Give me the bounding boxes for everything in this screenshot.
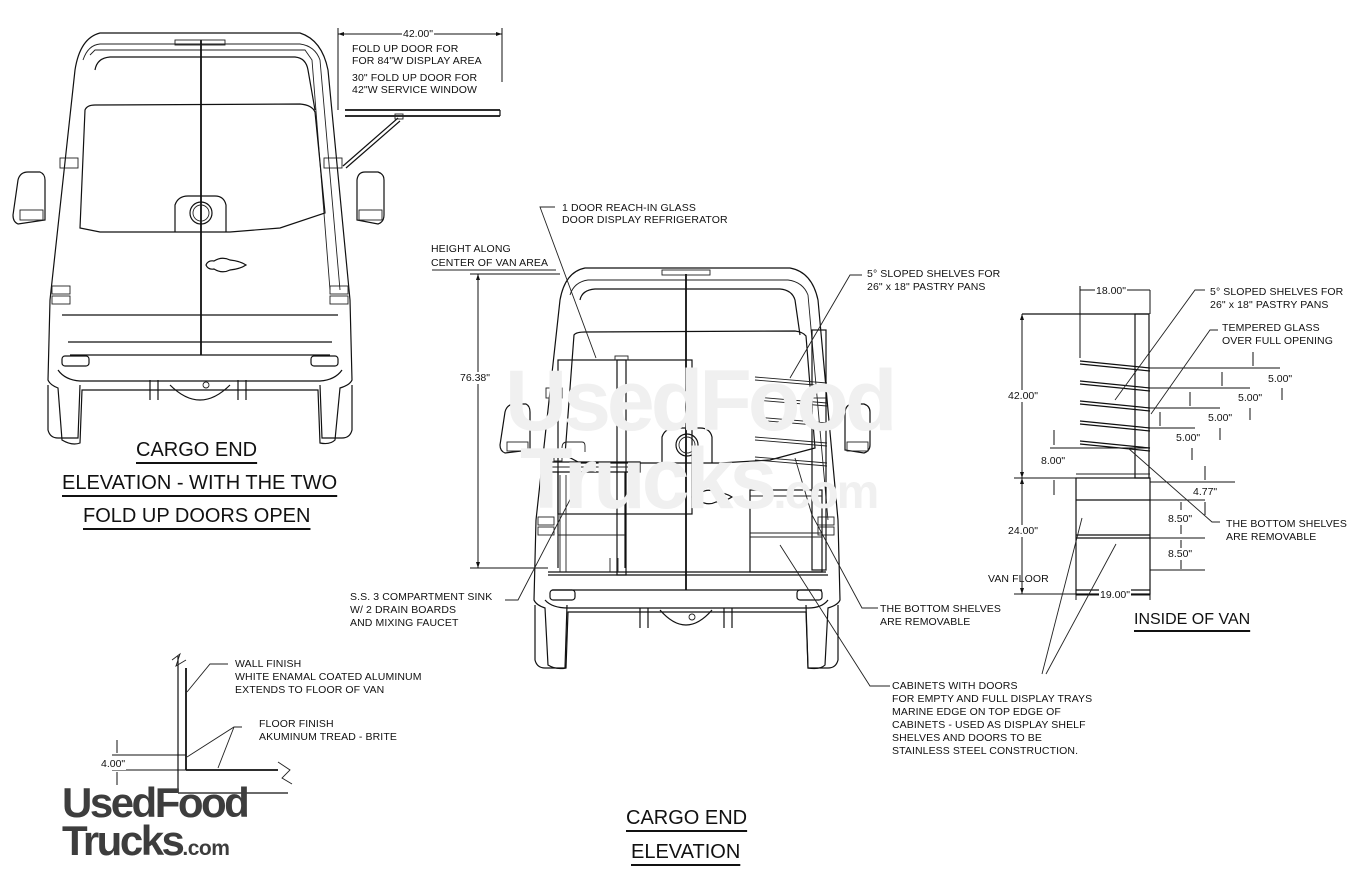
wall-note-line-1: WALL FINISH [235, 658, 302, 670]
center-van-elevation [432, 206, 890, 687]
floor-note-line-2: AKUMINUM TREAD - BRITE [259, 731, 397, 743]
left-view-title-line-2: ELEVATION - WITH THE TWO [62, 472, 338, 494]
height-note-line-1: HEIGHT ALONG [431, 243, 511, 255]
inside-view-title: INSIDE OF VAN [1134, 611, 1251, 628]
logo-trucks: Trucks [62, 817, 185, 864]
shelf-gap-1-dimension: 5.00" [1267, 373, 1294, 385]
center-shelves-note-line-1: 5° SLOPED SHELVES FOR [867, 268, 1001, 280]
center-removable-note-line-1: THE BOTTOM SHELVES [880, 603, 1002, 615]
right-removable-note-line-1: THE BOTTOM SHELVES [1226, 518, 1348, 530]
door-width-dimension: 42.00" [402, 28, 435, 40]
refrigerator-note-line-2: DOOR DISPLAY REFRIGERATOR [562, 214, 728, 226]
right-shelves-note-line-1: 5° SLOPED SHELVES FOR [1210, 286, 1344, 298]
sink-note-line-1: S.S. 3 COMPARTMENT SINK [350, 591, 493, 603]
center-removable-note-line-2: ARE REMOVABLE [880, 616, 971, 628]
detail-height-dimension: 4.00" [100, 758, 127, 770]
door-note-line-1: FOLD UP DOOR FOR [352, 43, 459, 55]
glass-note-line-1: TEMPERED GLASS [1222, 322, 1320, 334]
cabinet-top-dimension: 4.77" [1192, 486, 1219, 498]
left-view-title-line-1: CARGO END [136, 439, 258, 461]
bottom-gap-dimension: 8.00" [1040, 455, 1067, 467]
wall-note-line-2: WHITE ENAMAL COATED ALUMINUM [235, 671, 422, 683]
sink-note-line-3: AND MIXING FAUCET [350, 617, 459, 629]
cabinets-note-line-2: FOR EMPTY AND FULL DISPLAY TRAYS [892, 693, 1093, 705]
cabinets-note-line-4: CABINETS - USED AS DISPLAY SHELF [892, 719, 1086, 731]
cabinets-note-line-6: STAINLESS STEEL CONSTRUCTION. [892, 745, 1079, 757]
center-shelves-note-line-2: 26" x 18" PASTRY PANS [867, 281, 986, 293]
height-dimension: 76.38" [459, 372, 492, 384]
door-note-line-2: FOR 84"W DISPLAY AREA [352, 55, 482, 67]
right-shelves-note-line-2: 26" x 18" PASTRY PANS [1210, 299, 1329, 311]
watermark-trucks-text: Trucks [520, 431, 777, 527]
left-view-title-line-3: FOLD UP DOORS OPEN [83, 505, 311, 527]
right-removable-note-line-2: ARE REMOVABLE [1226, 531, 1317, 543]
cabinets-note-line-3: MARINE EDGE ON TOP EDGE OF [892, 706, 1061, 718]
shelf-gap-3-dimension: 5.00" [1207, 412, 1234, 424]
cabinet-shelf-2-dimension: 8.50" [1167, 548, 1194, 560]
shelf-gap-2-dimension: 5.00" [1237, 392, 1264, 404]
watermark-trucks: Trucks.com [520, 436, 879, 532]
base-width-dimension: 19.00" [1099, 589, 1132, 601]
watermark-used-food: UsedFood [505, 353, 897, 449]
door-note-line-3: 30" FOLD UP DOOR FOR [352, 72, 478, 84]
left-van-elevation [12, 28, 503, 445]
van-floor-label: VAN FLOOR [988, 573, 1049, 585]
height-note-line-2: CENTER OF VAN AREA [431, 257, 549, 269]
sink-note-line-2: W/ 2 DRAIN BOARDS [350, 604, 457, 616]
logo-com: .com [182, 837, 230, 860]
floor-note-line-1: FLOOR FINISH [259, 718, 334, 730]
shelf-gap-4-dimension: 5.00" [1175, 432, 1202, 444]
cabinets-note-line-5: SHELVES AND DOORS TO BE [892, 732, 1042, 744]
top-width-dimension: 18.00" [1095, 285, 1128, 297]
refrigerator-note-line-1: 1 DOOR REACH-IN GLASS [562, 202, 696, 214]
watermark-com: .com [773, 466, 879, 519]
inside-van-section [1014, 286, 1283, 675]
logo-line-1: UsedFood [62, 779, 250, 826]
door-note-line-4: 42"W SERVICE WINDOW [352, 84, 478, 96]
wall-note-line-3: EXTENDS TO FLOOR OF VAN [235, 684, 385, 696]
center-view-title-line-1: CARGO END [626, 807, 748, 829]
cabinets-note-line-1: CABINETS WITH DOORS [892, 680, 1018, 692]
cabinet-shelf-1-dimension: 8.50" [1167, 513, 1194, 525]
logo-line-2: Trucks.com [62, 820, 247, 868]
lower-height-dimension: 24.00" [1007, 525, 1040, 537]
used-food-trucks-logo: UsedFood Trucks.com [62, 779, 250, 868]
upper-height-dimension: 42.00" [1007, 390, 1040, 402]
center-view-title-line-2: ELEVATION [631, 841, 741, 863]
glass-note-line-2: OVER FULL OPENING [1222, 335, 1334, 347]
wall-floor-detail [112, 652, 293, 794]
